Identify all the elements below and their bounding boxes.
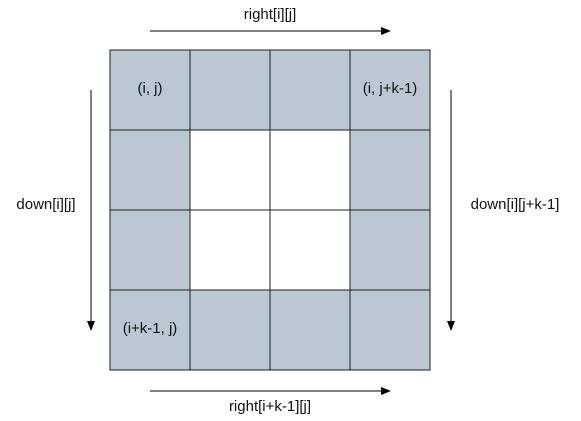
left-arrow-label: down[i][j] xyxy=(16,196,76,213)
right-arrow-label: down[i][j+k-1] xyxy=(470,196,560,213)
grid-cell-2-2 xyxy=(269,209,351,291)
grid-cell-3-1 xyxy=(189,289,271,371)
grid-cell-0-3 xyxy=(349,49,431,131)
grid-cell-1-2 xyxy=(269,129,351,211)
cell-label-3-0: (i+k-1, j) xyxy=(123,320,178,337)
grid-cell-0-2 xyxy=(269,49,351,131)
grid-cell-1-3 xyxy=(349,129,431,211)
grid: (i, j) (i, j+k-1) (i+k-1, j) xyxy=(109,49,431,371)
grid-cell-2-0 xyxy=(109,209,191,291)
grid-cell-2-3 xyxy=(349,209,431,291)
grid-cell-3-3 xyxy=(349,289,431,371)
cell-label-0-3: (i, j+k-1) xyxy=(363,80,418,97)
bottom-arrow-label: right[i+k-1][j] xyxy=(228,398,312,415)
cell-label-0-0: (i, j) xyxy=(138,80,163,97)
grid-cell-1-1 xyxy=(189,129,271,211)
grid-cell-3-0 xyxy=(109,289,191,371)
grid-cell-0-1 xyxy=(189,49,271,131)
grid-cell-1-0 xyxy=(109,129,191,211)
top-arrow-label: right[i][j] xyxy=(243,6,297,23)
grid-cell-3-2 xyxy=(269,289,351,371)
grid-cell-2-1 xyxy=(189,209,271,291)
grid-cell-0-0 xyxy=(109,49,191,131)
